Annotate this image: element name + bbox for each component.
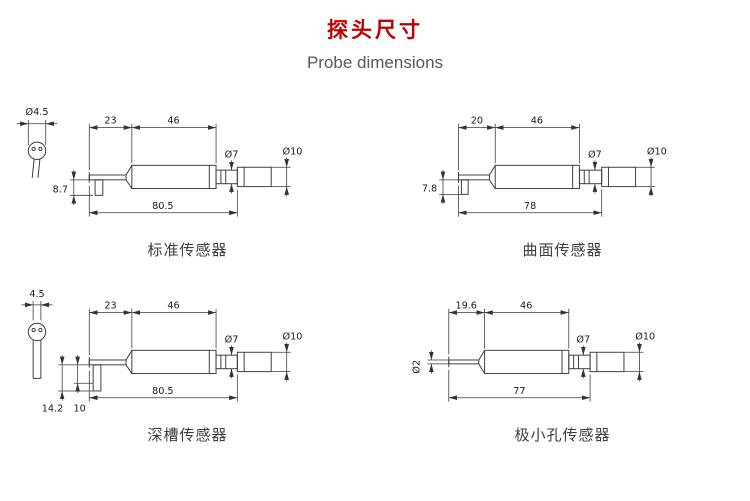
dim-label-tip-diameter: Ø2: [411, 360, 423, 374]
caption-tiny-hole-sensor: 极小孔传感器: [514, 427, 611, 444]
probe-outline: [88, 164, 272, 196]
dim-seg2: 46: [484, 301, 570, 349]
deep-groove-sensor-diagram: 4.5 23: [21, 289, 302, 414]
dim-label-drop: 14.2: [42, 403, 64, 414]
header: 探头尺寸 Probe dimensions: [0, 0, 750, 73]
dim-label-end-diameter: Ø10: [647, 146, 667, 158]
page-subtitle: Probe dimensions: [306, 53, 444, 72]
dim-neck-diameter: Ø7: [588, 149, 602, 194]
dim-neck-diameter: Ø7: [225, 149, 239, 194]
drawings-grid: Ø4.5 23: [0, 85, 750, 455]
probe-outline: [448, 349, 625, 375]
dim-neck-diameter: Ø7: [576, 334, 590, 379]
dim-label-seg2: 46: [167, 116, 179, 127]
front-view: [27, 322, 47, 379]
dim-seg2: 46: [131, 116, 217, 164]
dim-label-total: 80.5: [152, 201, 174, 212]
dim-total: 80.5: [88, 370, 238, 402]
dim-label-neck-diameter: Ø7: [225, 149, 239, 161]
probe-outline: [88, 349, 272, 392]
caption-curved-sensor: 曲面传感器: [522, 242, 603, 259]
dim-groove-depth: 10: [73, 355, 94, 414]
dim-total: 77: [448, 369, 591, 402]
caption-deep-groove-sensor: 深槽传感器: [147, 427, 228, 444]
dim-label-seg2: 46: [531, 116, 543, 127]
probe-outline: [457, 164, 637, 195]
dim-label-seg2: 46: [167, 301, 179, 312]
dim-end-diameter: Ø10: [635, 146, 667, 197]
dim-label-seg1: 23: [104, 301, 116, 312]
dim-label-total: 80.5: [152, 386, 174, 397]
curved-sensor-diagram: 20 46 7.8 78: [422, 116, 667, 217]
dim-label-neck-diameter: Ø7: [225, 334, 239, 346]
page-title: 探头尺寸: [327, 19, 423, 42]
dim-label-total: 78: [524, 201, 536, 212]
dim-seg2: 46: [131, 301, 217, 349]
dim-label-end-diameter: Ø10: [635, 331, 655, 343]
dim-end-diameter: Ø10: [271, 331, 302, 382]
dim-end-diameter: Ø10: [271, 146, 302, 197]
dim-seg2: 46: [495, 116, 580, 164]
caption-standard-sensor: 标准传感器: [147, 242, 228, 259]
tiny-hole-sensor-diagram: 19.6 46 Ø2 77: [411, 301, 655, 402]
dim-end-diameter: Ø10: [623, 331, 655, 382]
front-view: [27, 141, 47, 178]
dim-label-end-diameter: Ø10: [283, 146, 303, 158]
dim-label-seg1: 20: [471, 116, 483, 127]
dim-tip-diameter: Ø4.5: [16, 106, 58, 145]
standard-sensor-diagram: Ø4.5 23: [16, 106, 302, 217]
dim-label-seg1: 19.6: [455, 301, 477, 312]
drawing-standard-sensor: Ø4.5 23: [0, 85, 375, 270]
dim-label-tip-width: 4.5: [29, 289, 44, 300]
dim-label-seg1: 23: [104, 116, 116, 127]
dim-label-drop: 7.8: [422, 183, 437, 194]
dim-seg1: 23: [88, 116, 133, 171]
dim-drop: 8.7: [53, 170, 94, 205]
dim-total: 80.5: [88, 185, 238, 217]
dim-label-groove-depth: 10: [73, 403, 85, 414]
dim-label-drop: 8.7: [53, 184, 68, 195]
drawing-deep-groove-sensor: 4.5 23: [0, 270, 375, 455]
dim-label-end-diameter: Ø10: [283, 331, 303, 343]
dim-label-total: 77: [513, 386, 525, 397]
dim-seg1: 23: [88, 301, 133, 356]
dim-label-neck-diameter: Ø7: [576, 334, 590, 346]
dim-seg1: 19.6: [448, 301, 485, 355]
dim-seg1: 20: [458, 116, 496, 171]
dim-tip-diameter: Ø2: [411, 350, 449, 374]
dim-label-seg2: 46: [520, 301, 532, 312]
probe-dimensions-page: 探头尺寸 Probe dimensions Ø4.5: [0, 0, 750, 455]
dim-drop: 7.8: [422, 170, 462, 205]
drawing-tiny-hole-sensor: 19.6 46 Ø2 77: [375, 270, 750, 455]
dim-tip-width: 4.5: [21, 289, 53, 321]
dim-drop: 14.2: [42, 355, 94, 414]
drawing-curved-sensor: 20 46 7.8 78: [375, 85, 750, 270]
dim-label-neck-diameter: Ø7: [588, 149, 602, 161]
dim-total: 78: [458, 185, 603, 217]
dim-label-tip-diameter: Ø4.5: [26, 106, 49, 118]
dim-neck-diameter: Ø7: [225, 334, 239, 379]
